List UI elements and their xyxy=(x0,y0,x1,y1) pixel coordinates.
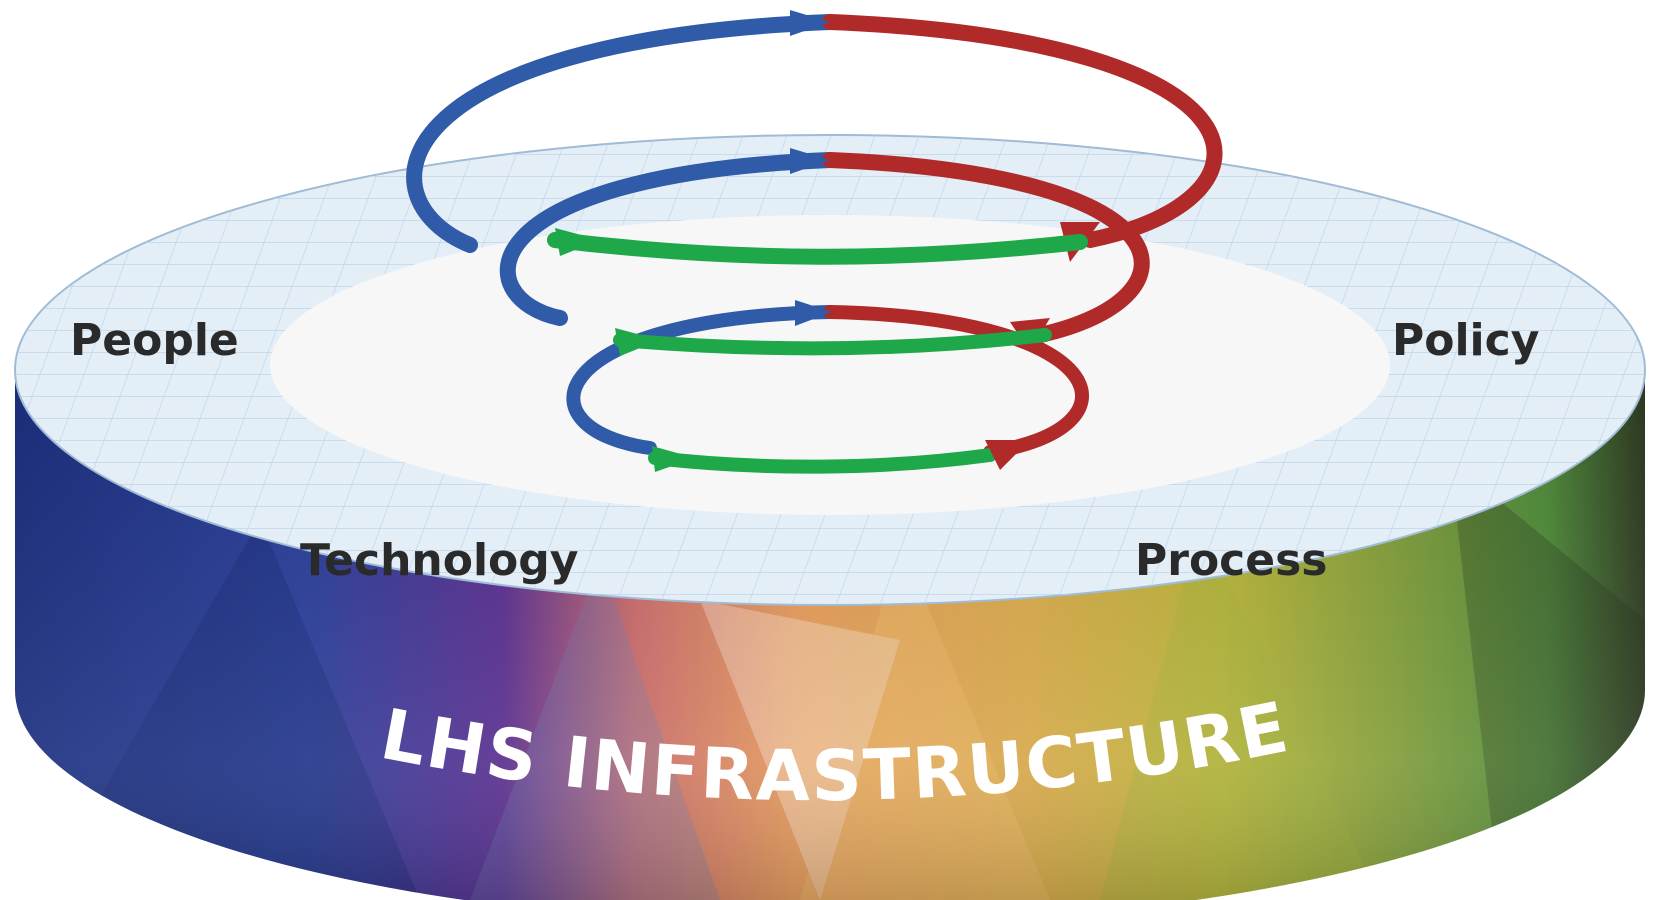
loop-bottom-red-arrow-head xyxy=(985,440,1030,470)
loop-bottom-green-arc-lower xyxy=(648,448,997,474)
loop-bottom-blue-arc xyxy=(566,305,837,455)
loop-middle-blue-arrow-head xyxy=(790,148,830,174)
loop-middle-blue-arc xyxy=(499,152,838,326)
loop-bottom-blue-arrow-head xyxy=(795,300,832,326)
loop-middle-red-arc xyxy=(822,152,1150,343)
label-process: Process xyxy=(1135,535,1327,586)
platform-band xyxy=(15,370,1645,900)
loop-top-blue-arc xyxy=(406,14,838,253)
label-technology: Technology xyxy=(300,535,578,586)
loop-middle-green-arrow-head xyxy=(555,228,600,256)
loop-bottom-red-arc xyxy=(823,305,1089,459)
label-policy: Policy xyxy=(1392,315,1539,366)
loop-top-red-arc xyxy=(822,14,1223,248)
loop-top-blue-arrow-head xyxy=(790,10,830,36)
loop-middle-green-arc xyxy=(547,232,1088,265)
loop-top xyxy=(406,10,1223,262)
inner-disc xyxy=(270,215,1390,515)
loop-bottom-green-arrow-head-upper xyxy=(615,328,660,356)
loop-bottom xyxy=(566,300,1089,474)
label-people: People xyxy=(70,315,239,366)
platform-top xyxy=(14,134,1646,606)
learning-cycle-loops xyxy=(406,10,1223,474)
loop-bottom-green-arrow-head-lower xyxy=(652,446,695,472)
loop-bottom-green-arc-upper xyxy=(613,328,1052,356)
